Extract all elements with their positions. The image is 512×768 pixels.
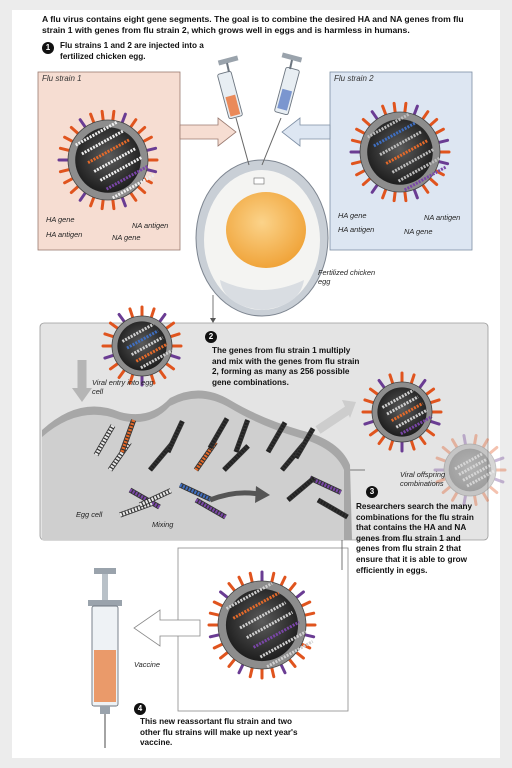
strain2-title: Flu strain 2 xyxy=(334,74,374,83)
syringe-strain2 xyxy=(261,52,303,166)
syringe-strain1 xyxy=(217,55,250,166)
strain2-ha-antigen-label: HA antigen xyxy=(338,225,375,234)
step-2-number: 2 xyxy=(205,331,217,343)
virus-offspring-faded xyxy=(433,434,507,506)
mixing-label: Mixing xyxy=(152,520,174,529)
strain2-na-gene-label: NA gene xyxy=(404,227,433,236)
step-2-text: The genes from flu strain 1 multiply and… xyxy=(212,346,360,387)
mixing-arrow xyxy=(209,490,259,503)
strain1-title: Flu strain 1 xyxy=(42,74,82,83)
vaccine-label: Vaccine xyxy=(134,660,161,669)
virus-entering xyxy=(101,305,183,387)
step-3-text: Researchers search the many combinations… xyxy=(356,502,474,575)
step-1-text: Flu strains 1 and 2 are injected into a … xyxy=(60,41,204,61)
strain1-na-gene-label: NA gene xyxy=(112,233,141,242)
strain2-ha-gene-label: HA gene xyxy=(338,211,367,220)
strain2-na-antigen-label: NA antigen xyxy=(424,213,461,222)
vaccine-syringe xyxy=(88,568,122,748)
arrow-to-vaccine xyxy=(133,609,201,647)
step-4-text: This new reassortant flu strain and two … xyxy=(140,717,298,748)
offspring-label: Viral offspring combinations xyxy=(400,470,446,488)
virus-strain1 xyxy=(57,109,159,211)
strain1-ha-gene-label: HA gene xyxy=(46,215,75,224)
virus-reassortant xyxy=(207,570,317,680)
step-1-number: 1 xyxy=(42,42,54,54)
egg-label: Fertilized chicken egg xyxy=(318,268,376,286)
virus-offspring xyxy=(361,371,443,453)
step-4-number: 4 xyxy=(134,703,146,715)
virus-strain2 xyxy=(349,101,451,203)
step-3-number: 3 xyxy=(366,486,378,498)
arrow-strain1-to-egg xyxy=(179,117,237,147)
egg-illustration xyxy=(195,159,329,317)
intro-text: A flu virus contains eight gene segments… xyxy=(42,14,464,35)
gene-segments xyxy=(93,417,349,520)
strain1-ha-antigen-label: HA antigen xyxy=(46,230,83,239)
arrow-strain2-to-egg xyxy=(281,117,331,147)
strain1-na-antigen-label: NA antigen xyxy=(132,221,169,230)
egg-cell-membrane xyxy=(42,390,352,540)
exit-arrow xyxy=(315,406,351,434)
viral-entry-label: Viral entry into egg cell xyxy=(92,378,154,396)
egg-cell-label: Egg cell xyxy=(76,510,103,519)
